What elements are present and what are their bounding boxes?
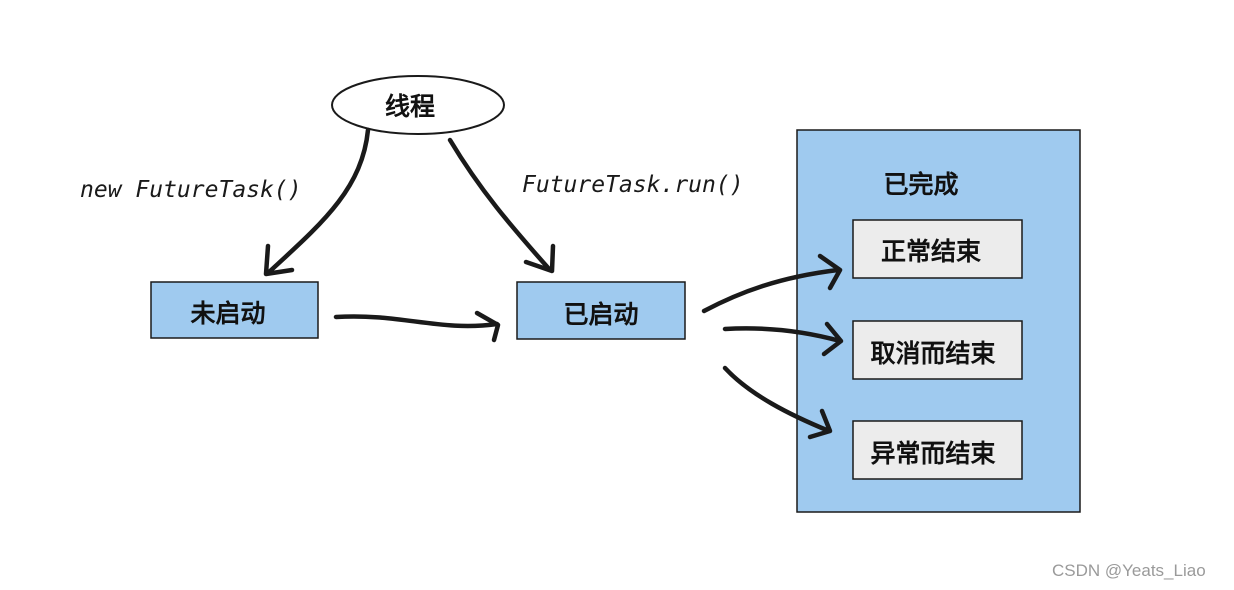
run-task-label: FutureTask.run() — [522, 172, 744, 198]
arrow-thread-to-not-started — [263, 127, 371, 277]
thread-node: 线程 — [331, 75, 505, 135]
arrow-thread-to-started — [447, 137, 556, 274]
exception-end-node: 异常而结束 — [852, 420, 1023, 480]
cancelled-end-node: 取消而结束 — [852, 320, 1023, 380]
arrow-started-to-normal-end — [701, 253, 843, 314]
arrow-started-to-cancelled-end — [722, 321, 844, 357]
arrow-started-to-exception-end — [722, 365, 833, 440]
not-started-node: 未启动 — [150, 281, 319, 339]
started-node: 已启动 — [516, 281, 686, 340]
started-label: 已启动 — [563, 300, 638, 329]
new-task-label: new FutureTask() — [80, 177, 302, 203]
exception-end-label: 异常而结束 — [870, 439, 996, 468]
arrow-not-started-to-started — [333, 310, 501, 343]
completed-label: 已完成 — [883, 170, 958, 199]
normal-end-node: 正常结束 — [852, 219, 1023, 279]
thread-label: 线程 — [385, 92, 435, 121]
watermark: CSDN @Yeats_Liao — [1052, 561, 1206, 580]
not-started-label: 未启动 — [190, 299, 265, 328]
normal-end-label: 正常结束 — [881, 237, 982, 266]
cancelled-end-label: 取消而结束 — [870, 339, 996, 368]
